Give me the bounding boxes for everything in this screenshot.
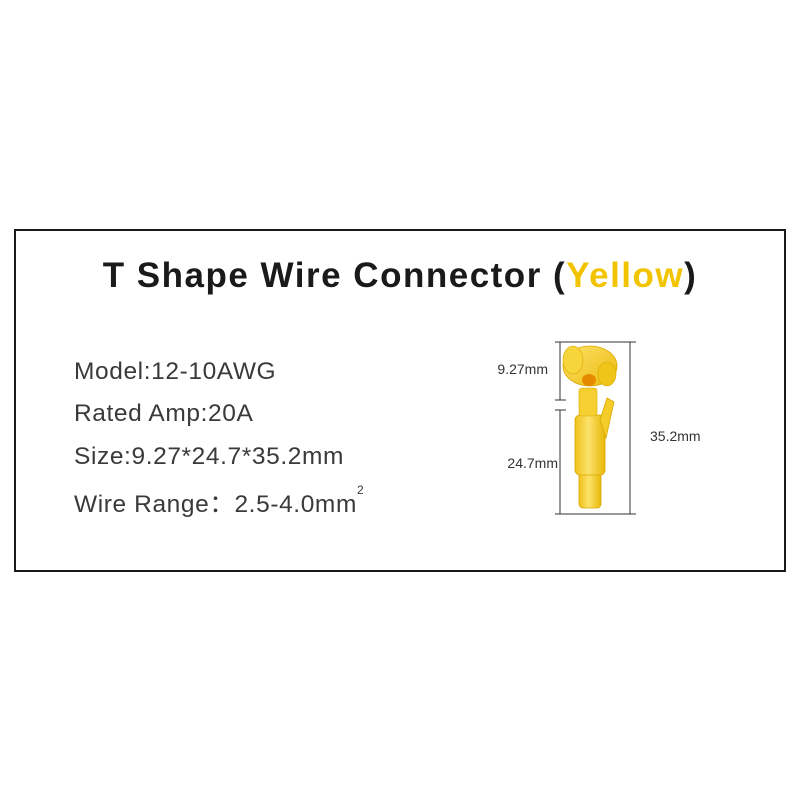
spec-wire-range-text: Wire Range：2.5-4.0mm <box>74 491 357 518</box>
spec-model: Model:12-10AWG <box>74 358 277 385</box>
connector-image <box>562 345 618 509</box>
title-accent: Yellow <box>566 256 685 295</box>
spec-size: Size:9.27*24.7*35.2mm <box>74 443 345 470</box>
title-prefix: T Shape Wire Connector ( <box>102 256 567 295</box>
connector-diagram: 9.27mm 24.7mm 35.2mm <box>497 341 701 515</box>
spec-wire-range-superscript: 2 <box>356 483 365 497</box>
dimension-label-total: 35.2mm <box>650 428 701 444</box>
spec-wire-range: Wire Range：2.5-4.0mm2 <box>74 483 365 520</box>
dimension-label-top: 9.27mm <box>497 361 548 377</box>
product-card <box>14 229 786 572</box>
title-suffix: ) <box>684 256 698 295</box>
page-title: T Shape Wire Connector (Yellow) <box>0 256 800 296</box>
dimension-label-body: 24.7mm <box>507 455 558 471</box>
spec-rated-amp: Rated Amp:20A <box>74 400 254 427</box>
